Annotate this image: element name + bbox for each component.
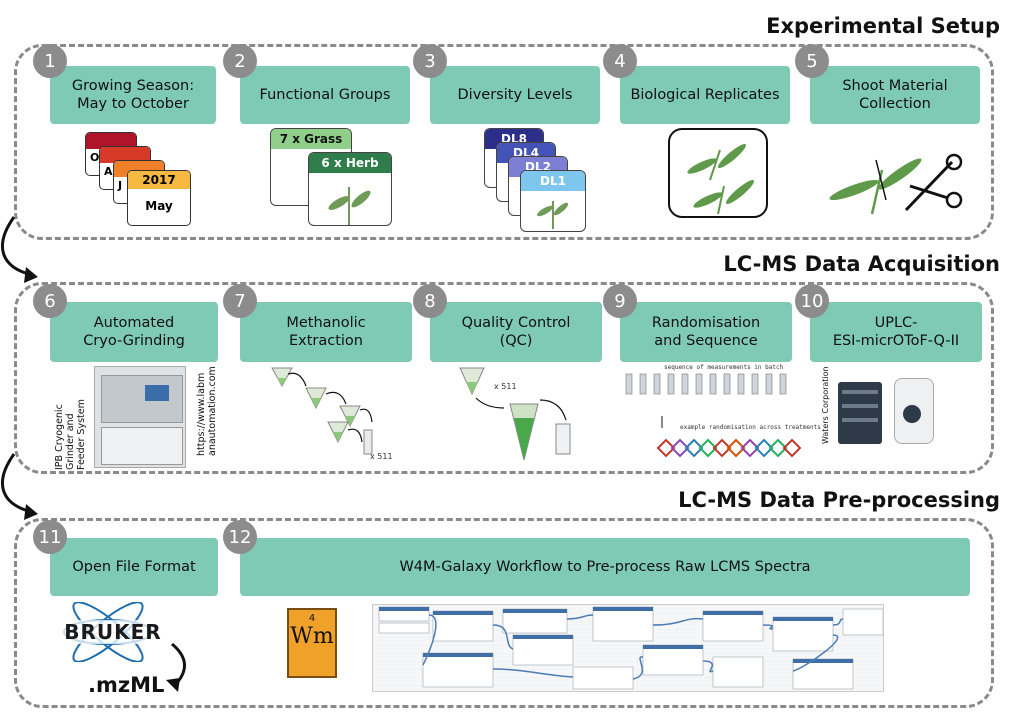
step-number-badge: 10 bbox=[795, 284, 829, 318]
uplc-instrument bbox=[838, 382, 882, 444]
functional-groups-illustration: 7 x Grass 6 x Herb bbox=[270, 128, 395, 228]
extraction-count: x 511 bbox=[370, 452, 393, 461]
step-label: Diversity Levels bbox=[430, 66, 600, 124]
herb-icon bbox=[328, 187, 371, 225]
step-label: Randomisation and Sequence bbox=[620, 302, 792, 362]
step-quality-control: Quality Control (QC) bbox=[430, 302, 602, 362]
grinder-url: https://www.labm anautomation.com bbox=[196, 366, 218, 456]
step-shoot-material-collection: Shoot Material Collection bbox=[810, 66, 980, 124]
step-label: Methanolic Extraction bbox=[240, 302, 412, 362]
step-number-badge: 3 bbox=[413, 44, 447, 78]
step-number-badge: 11 bbox=[33, 520, 67, 554]
step-number-badge: 6 bbox=[33, 284, 67, 318]
group-experimental-setup bbox=[14, 44, 994, 240]
step-label: Growing Season: May to October bbox=[50, 66, 216, 124]
qc-tubes-illustration bbox=[459, 367, 571, 461]
group-acquisition bbox=[14, 282, 994, 474]
workflow-graph-icon bbox=[373, 605, 883, 691]
sequence-caption: sequence of measurements in batch bbox=[664, 364, 784, 371]
calendar-front-page: 2017 May bbox=[127, 170, 191, 226]
step-open-file-format: Open File Format bbox=[50, 538, 218, 596]
step-number-badge: 5 bbox=[795, 44, 829, 78]
waters-caption: Waters Corporation bbox=[821, 366, 830, 444]
section-title-acquisition: LC-MS Data Acquisition bbox=[723, 252, 1000, 276]
extraction-tubes-illustration bbox=[271, 367, 373, 455]
group-preprocessing bbox=[14, 518, 994, 708]
biological-replicates-illustration bbox=[668, 128, 768, 218]
plant-cut-icon bbox=[829, 158, 922, 215]
step-label: Automated Cryo-Grinding bbox=[50, 302, 218, 362]
step-number-badge: 9 bbox=[603, 284, 637, 318]
step-label: Functional Groups bbox=[240, 66, 410, 124]
step-diversity-levels: Diversity Levels bbox=[430, 66, 600, 124]
step-number-badge: 12 bbox=[223, 520, 257, 554]
diversity-levels-illustration: DL8 DL4 DL2 DL1 bbox=[484, 128, 604, 234]
step-label: Shoot Material Collection bbox=[810, 66, 980, 124]
step-number-badge: 2 bbox=[223, 44, 257, 78]
qc-count: x 511 bbox=[494, 382, 517, 391]
sequence-vials-icon bbox=[625, 373, 802, 458]
step-functional-groups: Functional Groups bbox=[240, 66, 410, 124]
mzml-format-label: .mzML bbox=[88, 673, 165, 697]
step-label: UPLC- ESI-micrOToF-Q-II bbox=[810, 302, 982, 362]
galaxy-workflow-screenshot bbox=[372, 604, 884, 692]
randomisation-caption: example randomisation across treatments bbox=[680, 424, 821, 431]
step-w4m-galaxy-workflow: W4M-Galaxy Workflow to Pre-process Raw L… bbox=[240, 538, 970, 596]
step-number-badge: 8 bbox=[413, 284, 447, 318]
mass-spectrometer bbox=[894, 378, 934, 444]
diversity-card-dl1: DL1 bbox=[520, 170, 586, 232]
calendar-stack-illustration: O A J 2017 May bbox=[85, 124, 205, 234]
section-title-preprocessing: LC-MS Data Pre-processing bbox=[678, 488, 1000, 512]
step-growing-season: Growing Season: May to October bbox=[50, 66, 216, 124]
conversion-arrow bbox=[166, 642, 186, 692]
grinder-photo bbox=[94, 366, 186, 468]
grinder-caption: IPB Cryogenic Grinder and Feeder System bbox=[54, 399, 87, 470]
w4m-logo: 4 Wm bbox=[287, 608, 337, 678]
step-number-badge: 7 bbox=[223, 284, 257, 318]
shoot-collection-illustration bbox=[820, 140, 970, 220]
step-label: Biological Replicates bbox=[620, 66, 790, 124]
step-label: Open File Format bbox=[50, 538, 218, 596]
step-cryo-grinding: Automated Cryo-Grinding bbox=[50, 302, 218, 362]
step-label: W4M-Galaxy Workflow to Pre-process Raw L… bbox=[240, 538, 970, 596]
connector-arrow-2 bbox=[0, 453, 38, 520]
connector-arrow-1 bbox=[0, 216, 38, 283]
plant-icon bbox=[537, 201, 569, 229]
step-label: Quality Control (QC) bbox=[430, 302, 602, 362]
step-randomisation: Randomisation and Sequence bbox=[620, 302, 792, 362]
plant-replicates-icon bbox=[687, 144, 755, 215]
herb-card: 6 x Herb bbox=[308, 152, 392, 226]
bruker-logo: BRUKER bbox=[58, 620, 168, 644]
scissors-icon bbox=[904, 153, 963, 212]
step-uplc-instrument: UPLC- ESI-micrOToF-Q-II bbox=[810, 302, 982, 362]
step-number-badge: 1 bbox=[33, 44, 67, 78]
sequence-illustration: sequence of measurements in batch exampl… bbox=[622, 364, 821, 468]
step-biological-replicates: Biological Replicates bbox=[620, 66, 790, 124]
step-number-badge: 4 bbox=[603, 44, 637, 78]
step-methanolic-extraction: Methanolic Extraction bbox=[240, 302, 412, 362]
section-title-experimental-setup: Experimental Setup bbox=[766, 14, 1000, 38]
